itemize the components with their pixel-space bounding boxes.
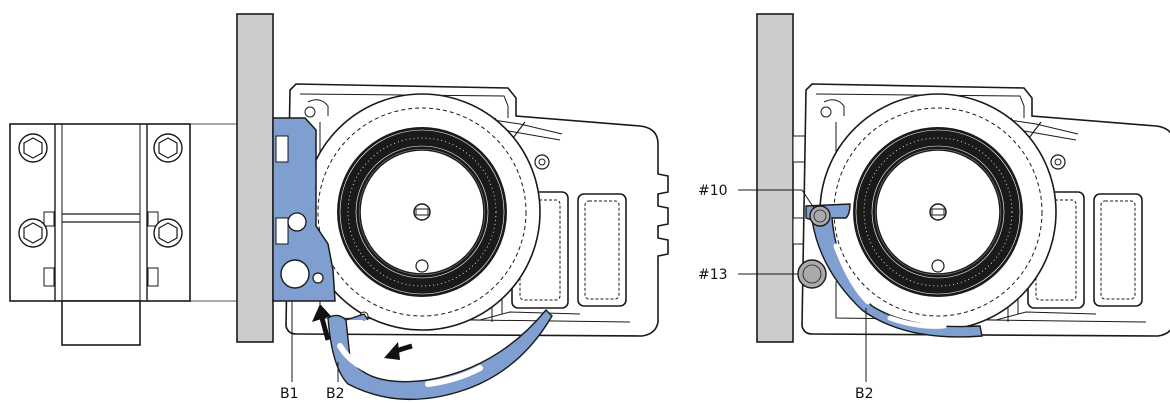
label-b2-right: B2	[855, 386, 874, 402]
bolt-icon	[18, 218, 48, 248]
part-b1	[272, 117, 336, 302]
mounting-bracket	[9, 123, 280, 346]
cassette-housing	[286, 84, 668, 336]
label-10: #10	[698, 183, 728, 199]
bolt-icon	[153, 133, 183, 163]
label-b1: B1	[280, 386, 299, 402]
arrow-left-icon	[384, 342, 413, 360]
left-scene: B1 B2	[9, 13, 668, 402]
right-scene: #10 #13 B2	[698, 13, 1170, 402]
wall	[236, 13, 274, 343]
label-b2-left: B2	[326, 386, 345, 402]
screw-13	[797, 259, 827, 289]
bolt-icon	[18, 133, 48, 163]
part-b2	[327, 309, 553, 401]
label-13: #13	[698, 267, 728, 283]
bolt-icon	[153, 218, 183, 248]
arrow-up-icon	[312, 304, 331, 341]
screw-10	[809, 205, 831, 227]
wall	[756, 13, 794, 343]
